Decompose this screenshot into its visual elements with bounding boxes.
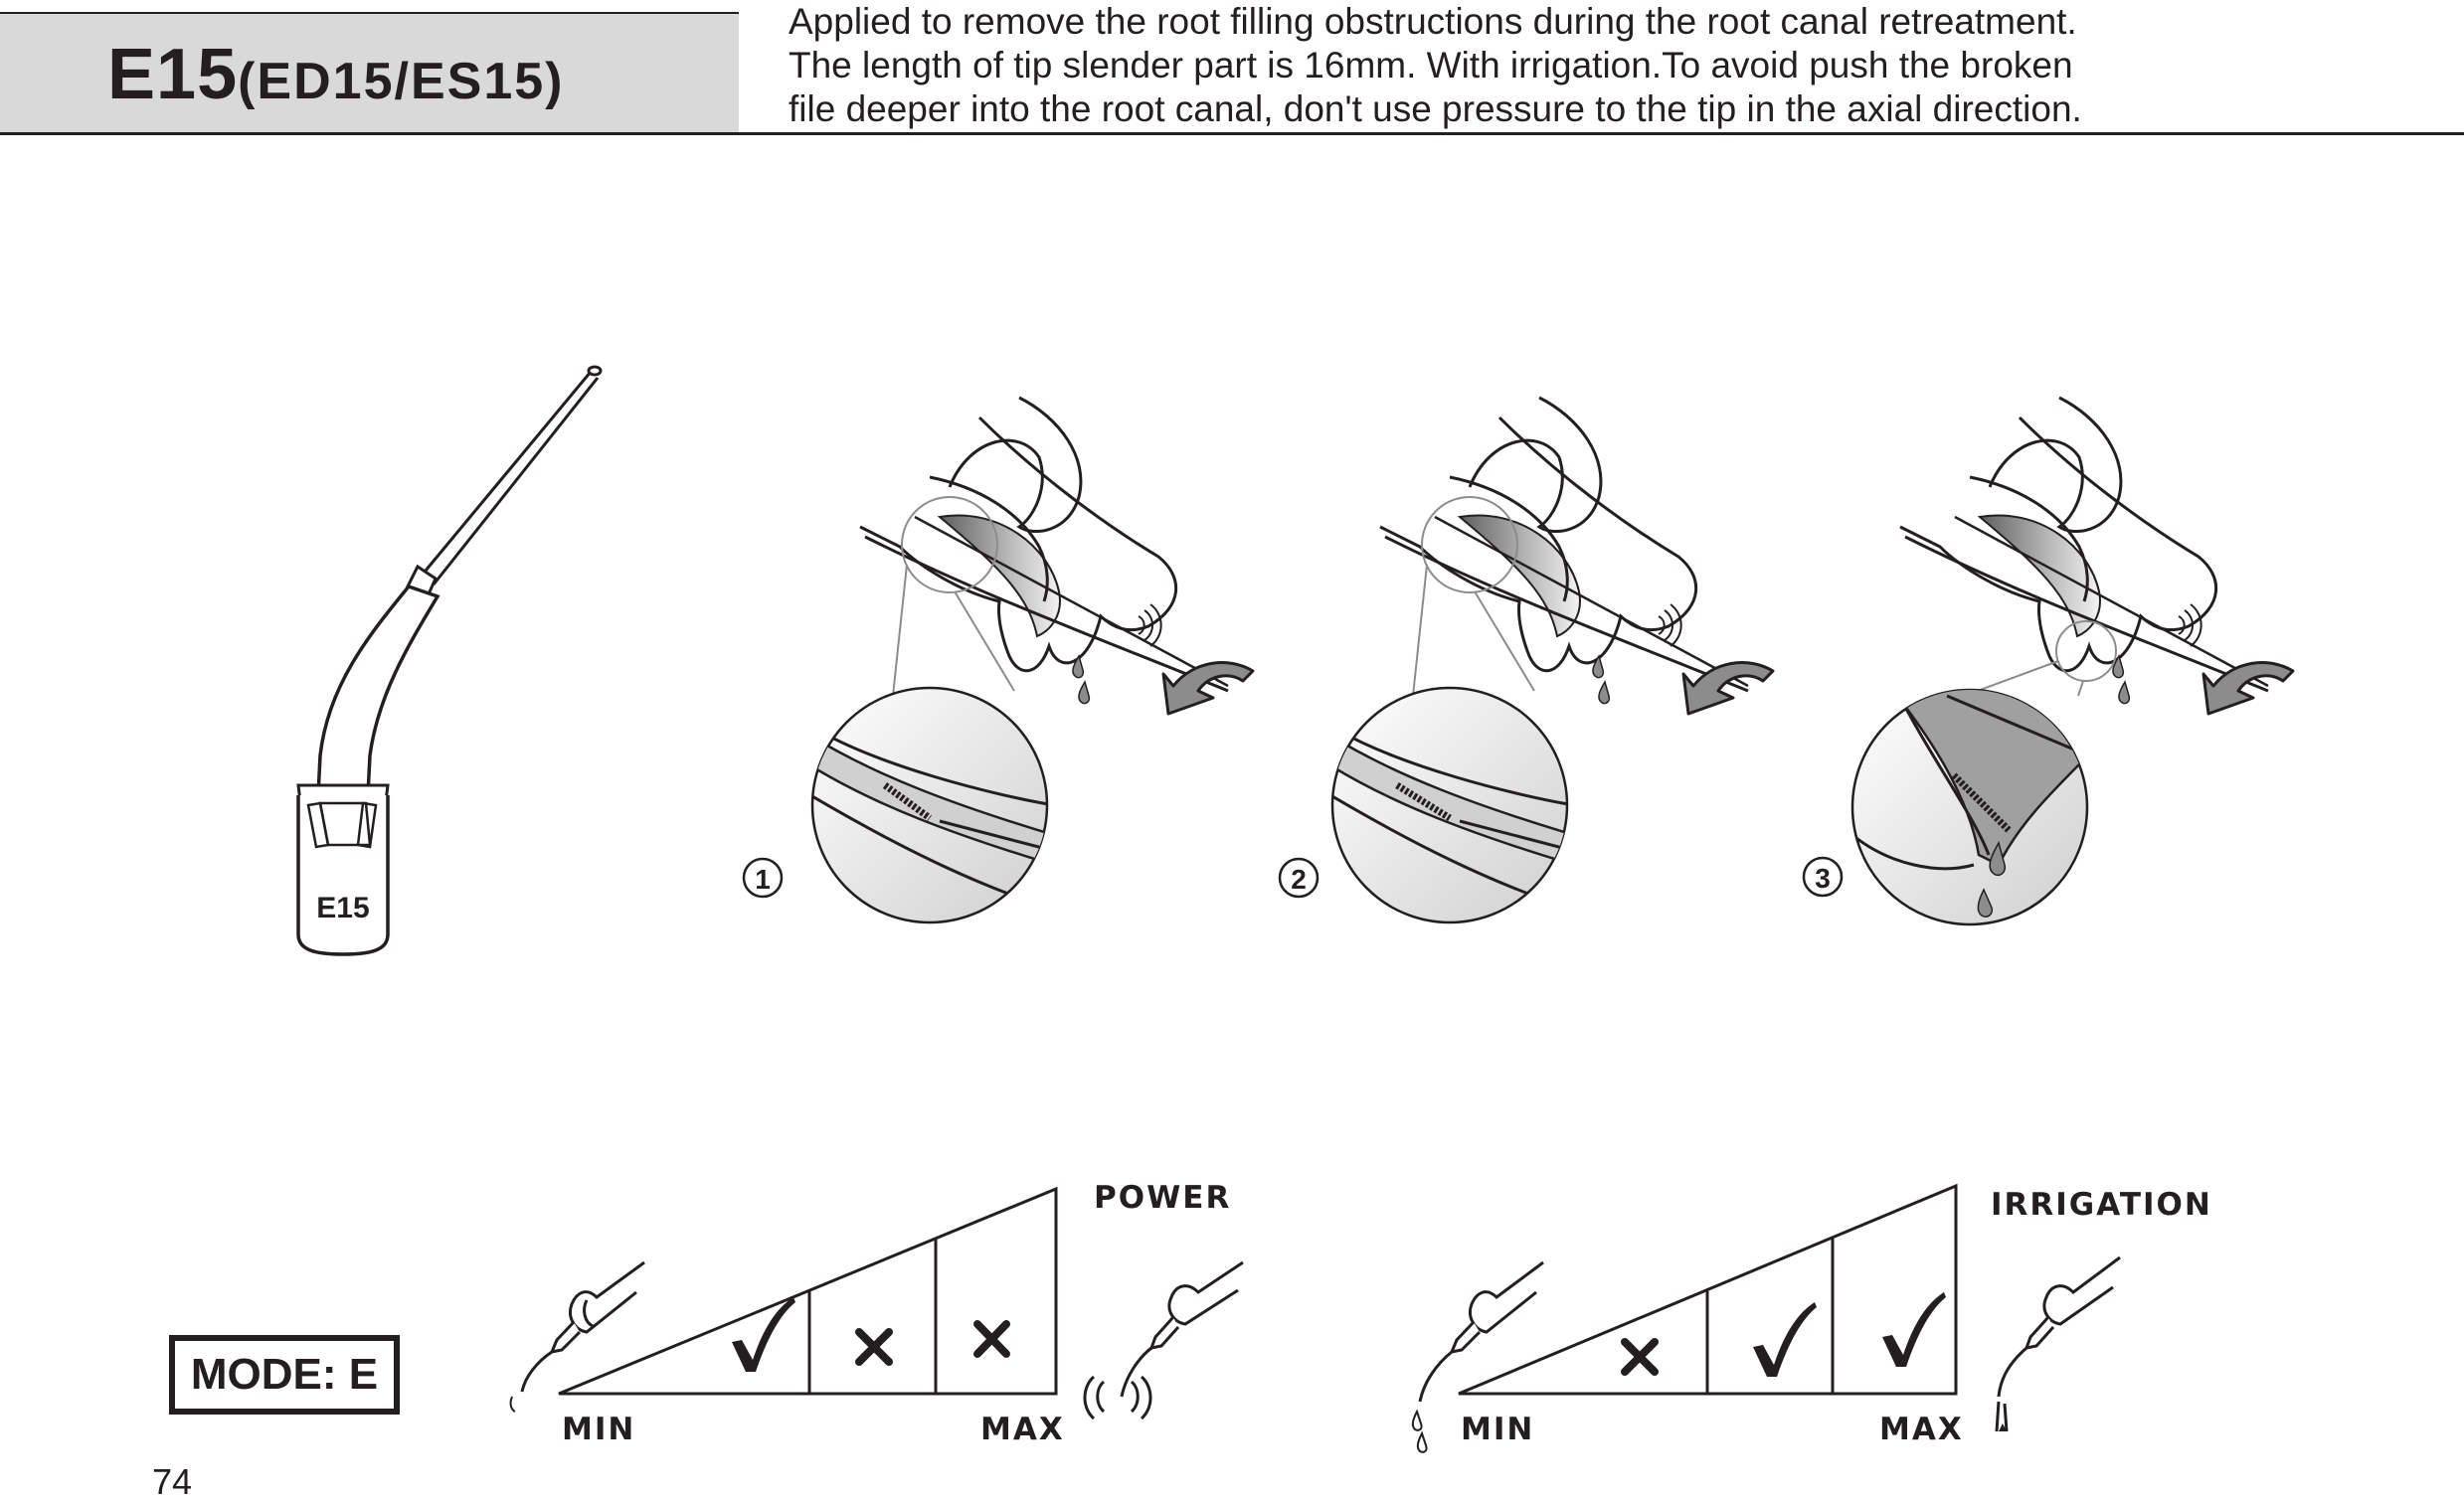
title-box: E15(ED15/ES15) — [0, 12, 739, 133]
irrigation-min-label: MIN — [1461, 1412, 1534, 1447]
handpiece-max-icon — [1995, 1255, 2121, 1432]
power-title: POWER — [1094, 1180, 1231, 1216]
step-number: 3 — [1815, 863, 1831, 894]
mode-label: MODE: E — [190, 1350, 379, 1399]
handpiece-min-icon — [509, 1260, 645, 1413]
irrigation-title: IRRIGATION — [1991, 1187, 2212, 1223]
cross-icon — [973, 1320, 1010, 1358]
page-number: 74 — [152, 1461, 193, 1502]
irrigation-scale: IRRIGATION MIN MAX — [1411, 1183, 2212, 1453]
header-rule — [0, 132, 2464, 135]
step-number: 1 — [755, 864, 771, 895]
check-icon — [1753, 1302, 1817, 1377]
step-badge — [1802, 856, 1844, 898]
check-icon — [1882, 1292, 1946, 1367]
handpiece-max-icon — [1083, 1260, 1244, 1420]
tip-label: E15 — [316, 892, 369, 924]
step-3-illustration: 3 — [1802, 396, 2295, 926]
irrigation-max-label: MAX — [1879, 1412, 1964, 1447]
power-scale: POWER MIN MAX — [509, 1180, 1244, 1447]
description: Applied to remove the root filling obstr… — [789, 0, 2419, 131]
title-main: E15 — [107, 35, 239, 114]
cross-icon — [1621, 1338, 1659, 1376]
check-icon — [732, 1297, 795, 1372]
step-badge — [742, 857, 784, 899]
power-min-label: MIN — [562, 1412, 635, 1447]
step-2-illustration: 2 — [1278, 396, 1775, 924]
tip-drawing: E15 — [296, 365, 603, 956]
title-sub: (ED15/ES15) — [238, 53, 565, 110]
cross-icon — [855, 1328, 893, 1366]
step-1-illustration: 1 — [742, 396, 1255, 924]
description-line: Applied to remove the root filling obstr… — [789, 1, 2077, 42]
step-number: 2 — [1291, 864, 1307, 895]
page-title: E15(ED15/ES15) — [107, 34, 564, 115]
handpiece-min-icon — [1411, 1260, 1544, 1453]
description-line: file deeper into the root canal, don't u… — [789, 88, 2082, 129]
description-line: The length of tip slender part is 16mm. … — [789, 45, 2073, 85]
mode-box: MODE: E — [169, 1335, 400, 1415]
step-badge — [1278, 857, 1320, 899]
power-max-label: MAX — [980, 1412, 1065, 1447]
